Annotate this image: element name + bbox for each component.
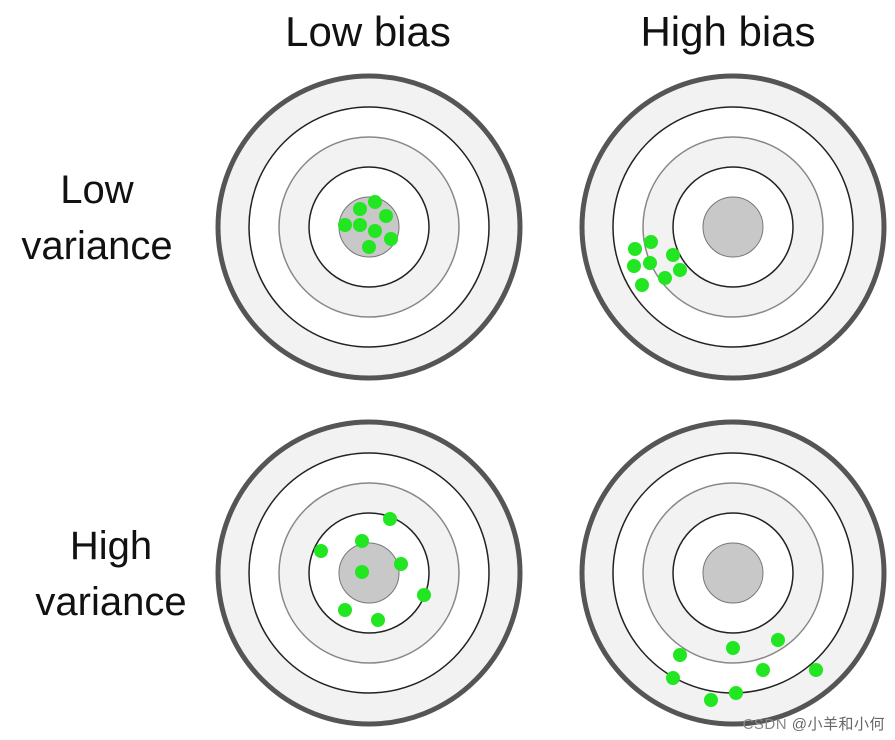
hit-point bbox=[666, 671, 680, 685]
hit-point bbox=[384, 232, 398, 246]
hit-point bbox=[355, 565, 369, 579]
hit-point bbox=[338, 218, 352, 232]
column-label-low-bias: Low bias bbox=[285, 8, 451, 55]
hit-points bbox=[666, 633, 823, 707]
hit-points bbox=[627, 235, 687, 292]
row-label-line-1: Low bbox=[60, 168, 134, 212]
hit-point bbox=[417, 588, 431, 602]
hit-point bbox=[362, 240, 376, 254]
watermark-logo: CSDN bbox=[742, 716, 788, 733]
row-label-low-variance: Low variance bbox=[0, 162, 202, 274]
target-rings bbox=[579, 419, 887, 727]
hit-point bbox=[627, 259, 641, 273]
hit-point bbox=[355, 534, 369, 548]
target-rings bbox=[579, 73, 887, 381]
hit-point bbox=[628, 242, 642, 256]
watermark-author: @小羊和小何 bbox=[791, 716, 885, 733]
hit-point bbox=[704, 693, 718, 707]
hit-point bbox=[383, 512, 397, 526]
hit-point bbox=[368, 195, 382, 209]
target-rings bbox=[215, 73, 523, 381]
hit-point bbox=[809, 663, 823, 677]
hit-point bbox=[314, 544, 328, 558]
hit-point bbox=[729, 686, 743, 700]
hit-point bbox=[673, 263, 687, 277]
target-high-bias-high-variance bbox=[579, 419, 887, 727]
hit-point bbox=[658, 271, 672, 285]
row-label-line-2: variance bbox=[35, 580, 187, 624]
hit-points bbox=[314, 512, 431, 627]
hit-point bbox=[353, 218, 367, 232]
row-label-line-2: variance bbox=[21, 224, 173, 268]
target-low-bias-low-variance bbox=[215, 73, 523, 381]
bullseye bbox=[338, 542, 400, 604]
row-label-high-variance: High variance bbox=[6, 518, 216, 630]
hit-point bbox=[394, 557, 408, 571]
hit-point bbox=[368, 224, 382, 238]
row-label-line-1: High bbox=[69, 524, 153, 568]
bullseye bbox=[702, 542, 764, 604]
hit-point bbox=[379, 209, 393, 223]
target-rings bbox=[215, 419, 523, 727]
column-label-high-bias: High bias bbox=[640, 8, 816, 55]
hit-point bbox=[673, 648, 687, 662]
hit-point bbox=[353, 202, 367, 216]
bullseye bbox=[702, 196, 764, 258]
hit-point bbox=[666, 248, 680, 262]
hit-point bbox=[338, 603, 352, 617]
hit-point bbox=[771, 633, 785, 647]
watermark: CSDN @小羊和小何 bbox=[743, 713, 885, 734]
hit-points bbox=[338, 195, 398, 254]
hit-point bbox=[726, 641, 740, 655]
target-high-bias-low-variance bbox=[579, 73, 887, 381]
hit-point bbox=[756, 663, 770, 677]
hit-point bbox=[371, 613, 385, 627]
target-low-bias-high-variance bbox=[215, 419, 523, 727]
hit-point bbox=[643, 256, 657, 270]
hit-point bbox=[635, 278, 649, 292]
hit-point bbox=[644, 235, 658, 249]
